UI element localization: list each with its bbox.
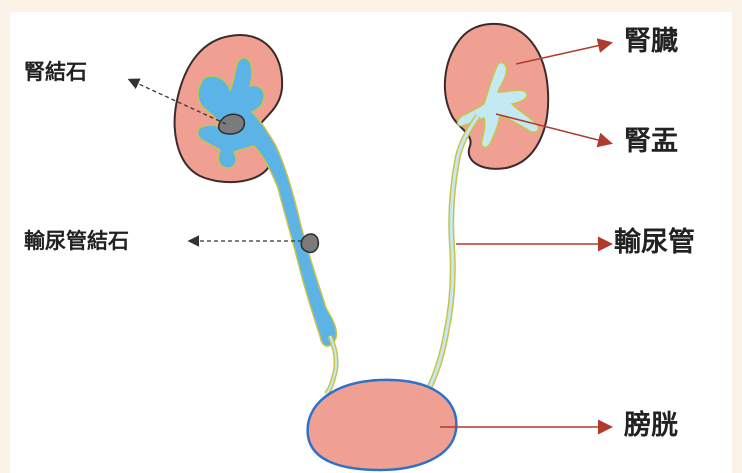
label-ureteral-stone: 輸尿管結石 [24, 231, 129, 252]
bladder [308, 380, 457, 470]
label-ureter: 輸尿管 [614, 229, 695, 256]
label-renal-pelvis: 腎盂 [624, 128, 678, 155]
ureteral-stone [301, 234, 318, 252]
label-bladder: 膀胱 [624, 412, 678, 439]
label-kidney: 腎臓 [624, 28, 678, 55]
label-kidney-stone: 腎結石 [24, 62, 87, 83]
